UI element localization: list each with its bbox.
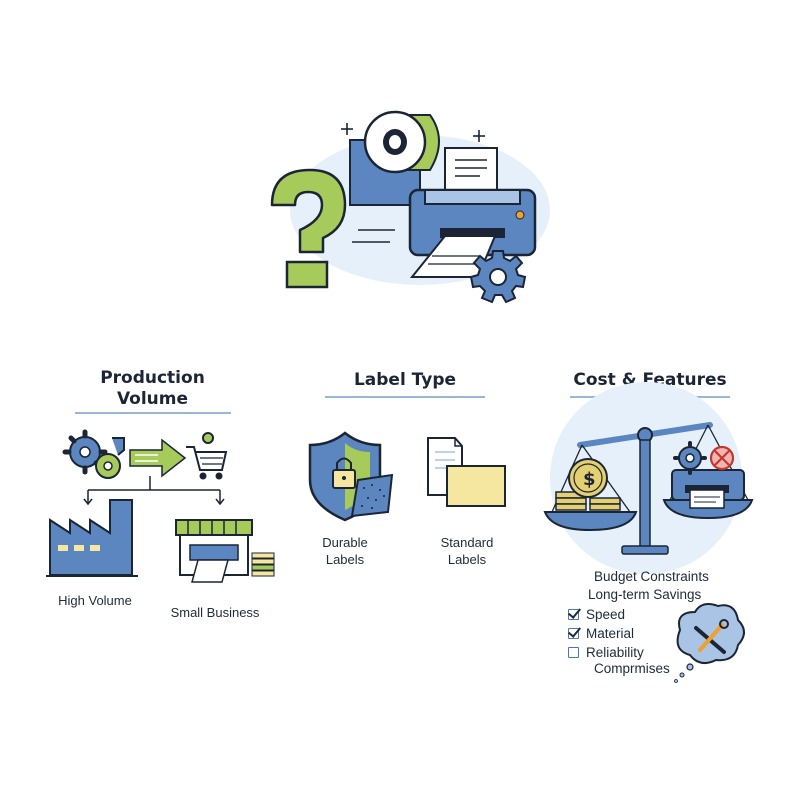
durable-line1: Durable [322, 535, 368, 550]
label-type-divider [325, 396, 485, 398]
speed-checkbox[interactable] [568, 608, 579, 620]
checklist-item-material[interactable]: Material [568, 624, 634, 642]
dollar-icon: $ [583, 469, 596, 490]
reliability-checkbox[interactable] [568, 646, 579, 658]
cost-features-title: Cost & Features [573, 370, 727, 390]
compromises-label: Comprmises [594, 661, 670, 676]
mini-printer-icon [671, 469, 745, 509]
document-stack-icon [427, 437, 506, 507]
printer-icon [408, 147, 537, 278]
production-title-line1: Production [100, 368, 205, 388]
sparkle-icon [341, 123, 485, 142]
long-term-savings-label: Long-term Savings [588, 587, 702, 602]
storefront-icon [175, 519, 275, 583]
label-stack-icon [251, 552, 275, 577]
material-checkbox[interactable] [568, 627, 579, 639]
factory-gears-icon [62, 429, 125, 479]
material-label: Material [586, 625, 635, 641]
question-mark-icon [270, 168, 347, 289]
coins-icon [555, 458, 621, 511]
tools-thought-cloud-icon [674, 603, 745, 683]
standard-line2: Labels [447, 552, 487, 567]
gear-icon [469, 250, 527, 304]
standard-line1: Standard [440, 535, 494, 550]
durable-line2: Labels [325, 552, 365, 567]
forward-arrow-icon [129, 438, 187, 478]
paper-roll-icon [349, 110, 440, 206]
balance-scale-icon [543, 422, 754, 555]
no-symbol-icon [709, 445, 735, 471]
small-business-label: Small Business [170, 605, 260, 620]
production-divider [75, 412, 231, 414]
checklist-item-reliability[interactable]: Reliability [568, 643, 644, 661]
production-volume-title: Production Volume [80, 368, 225, 410]
branch-connector [83, 476, 225, 506]
label-type-title: Label Type [353, 370, 457, 390]
budget-constraints-label: Budget Constraints [594, 569, 709, 584]
durable-labels-label: Durable Labels [300, 534, 390, 568]
factory-icon [46, 499, 138, 577]
reliability-label: Reliability [586, 644, 644, 660]
standard-labels-label: Standard Labels [422, 534, 512, 568]
small-gear-icon [673, 441, 707, 475]
motion-lines [352, 229, 395, 243]
high-volume-label: High Volume [58, 593, 132, 608]
shopping-cart-icon [186, 432, 228, 480]
speed-label: Speed [586, 606, 626, 622]
textured-label-icon [350, 473, 394, 518]
production-title-line2: Volume [116, 389, 189, 409]
checklist-item-speed[interactable]: Speed [568, 605, 625, 623]
